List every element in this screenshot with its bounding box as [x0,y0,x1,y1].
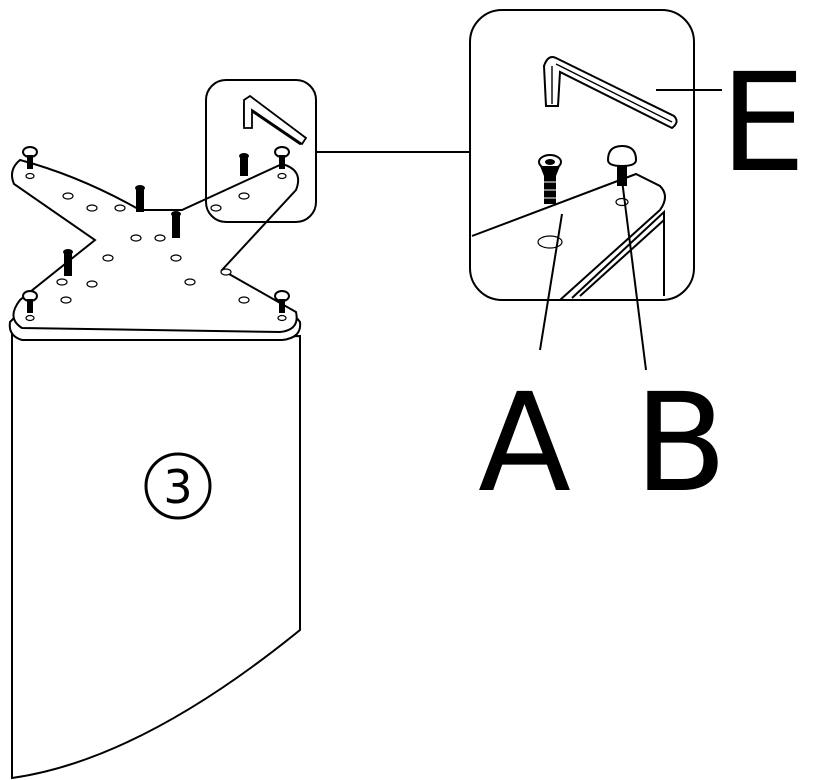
label-e: E [720,45,806,203]
screw-icon [63,153,249,276]
corner-bolt [22,290,38,313]
allen-key-icon [542,56,678,130]
detail-screw-a [538,154,562,204]
plate-screw [135,185,145,212]
corner-bolt [274,146,290,169]
corner-bolt [22,146,38,169]
x-mounting-plate [8,158,302,341]
step-number: 3 [163,460,192,514]
detail-callout-box [469,9,695,301]
step-number-badge: 3 [144,452,212,520]
leader-b [621,179,647,371]
plate-screw [63,249,73,276]
pedestal-body [11,328,301,780]
plate-screw [171,211,181,238]
corner-bolt [274,290,290,313]
detail-bolt-b [606,144,638,186]
label-b: B [634,365,727,523]
leader-a [539,213,563,351]
plate-screw [239,153,249,176]
bolt-icon [22,146,290,313]
label-a: A [478,365,571,523]
